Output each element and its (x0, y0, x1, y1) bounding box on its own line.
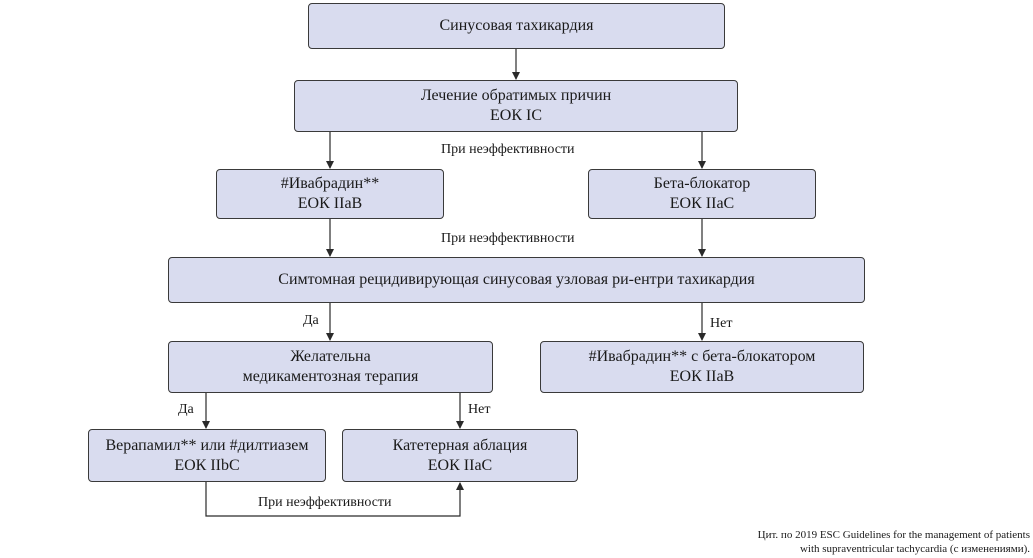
box-ablation-line1: Катетерная аблация (392, 436, 528, 454)
box-beta-blocker-line1: Бета-блокатор (653, 175, 751, 192)
box-combo-line1: #Ивабрадин** с бета-блокатором (588, 348, 816, 365)
source-caption-line2: with supraventricular tachycardia (с изм… (799, 543, 1030, 555)
box-catheter-ablation: Катетерная аблация ЕОК IIаС (342, 429, 578, 482)
label-no-2: Нет (468, 402, 491, 417)
box-ivabradine-line1: #Ивабрадин** (280, 175, 380, 192)
source-caption-line1: Цит. по 2019 ESC Guidelines for the mana… (757, 529, 1030, 541)
label-ineffective-3: При неэффективности (258, 495, 392, 510)
box-drug-therapy-desired: Желательна медикаментозная терапия (168, 341, 493, 393)
box-drug-therapy-line2: медикаментозная терапия (242, 368, 419, 385)
box-ivabradine-with-beta-blocker: #Ивабрадин** с бета-блокатором ЕОК IIаB (540, 341, 864, 393)
box-treat-reversible-causes: Лечение обратимых причин ЕОК IС (294, 80, 738, 132)
label-yes-1: Да (303, 313, 319, 328)
label-no-1: Нет (710, 316, 733, 331)
label-yes-2: Да (178, 402, 194, 417)
box-verapamil-line1: Верапамил** или #дилтиазем (105, 436, 309, 454)
box-sinus-tachycardia: Синусовая тахикардия (308, 3, 725, 49)
label-ineffective-1: При неэффективности (441, 142, 575, 157)
box-combo-line2: ЕОК IIаB (669, 368, 735, 385)
box-ivabradine-line2: ЕОК IIаB (297, 195, 363, 212)
label-ineffective-2: При неэффективности (441, 231, 575, 246)
box-sinus-tachycardia-text: Синусовая тахикардия (439, 17, 594, 34)
box-symptomatic-reentry: Симтомная рецидивирующая синусовая узлов… (168, 257, 865, 303)
box-ivabradine: #Ивабрадин** ЕОК IIаB (216, 169, 444, 219)
box-beta-blocker: Бета-блокатор ЕОК IIаС (588, 169, 816, 219)
box-treat-line2: ЕОК IС (490, 107, 542, 124)
box-verapamil-line2: ЕОК IIbС (174, 456, 240, 474)
box-treat-line1: Лечение обратимых причин (420, 87, 612, 104)
box-beta-blocker-line2: ЕОК IIаС (669, 195, 735, 212)
box-ablation-line2: ЕОК IIаС (427, 456, 493, 474)
arrow-vera-to-abl (205, 482, 464, 517)
box-symptomatic-reentry-text: Симтомная рецидивирующая синусовая узлов… (278, 271, 755, 288)
box-verapamil-diltiazem: Верапамил** или #дилтиазем ЕОК IIbС (88, 429, 326, 482)
box-drug-therapy-line1: Желательна (290, 348, 371, 365)
